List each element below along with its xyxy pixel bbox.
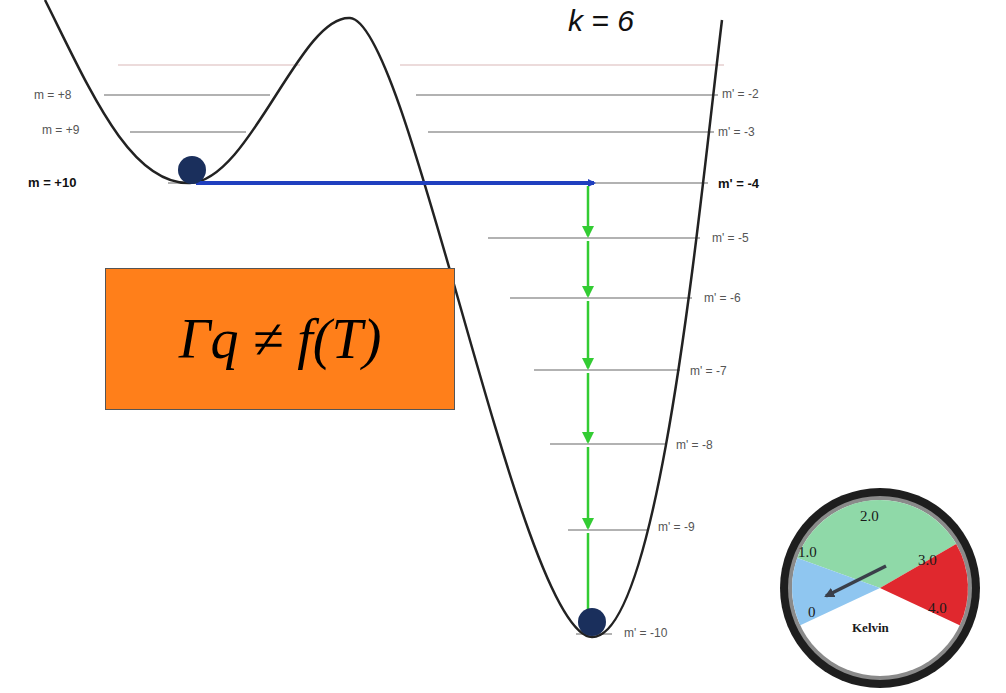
level-line [428,131,714,132]
gauge-bezel [788,496,972,680]
level-line [568,529,648,530]
level-label: m' = -5 [712,231,749,245]
formula-box: Γq ≠ f(T) [105,268,455,410]
scale-number: 4.0 [928,600,947,617]
parameter-label: k = 6 [568,4,634,38]
scale-number: 1.0 [798,544,817,561]
relaxation-arrow [587,447,590,528]
temperature-gauge: 2.0 1.0 3.0 0 4.0Kelvin [768,486,992,690]
level-line [550,443,666,444]
scale-number: 3.0 [918,552,937,569]
level-label: m' = -7 [690,364,727,378]
level-line [118,64,300,65]
level-label: m' = -3 [718,125,755,139]
spin-ball [578,608,606,636]
level-line [130,131,246,132]
level-line [488,237,700,238]
relaxation-arrow [587,186,590,236]
gauge-rim [780,488,980,688]
gauge-face [792,500,968,676]
scale-number: 0 [808,604,816,621]
level-label: m = +10 [28,175,76,190]
level-line [534,369,680,370]
gauge-red-zone [880,544,968,625]
level-line [104,94,270,95]
level-label: m = +9 [42,123,79,137]
gauge-dial [768,486,992,690]
level-label: m' = -2 [722,87,759,101]
level-line [416,94,718,95]
formula-text: Γq ≠ f(T) [179,307,382,371]
relaxation-arrow [587,533,590,612]
tunneling-arrow [196,181,594,185]
potential-curve [45,0,722,637]
gauge-needle [826,566,886,596]
scale-number: 2.0 [860,508,879,525]
level-line [400,64,724,65]
spin-ball [178,156,206,184]
unit-label: Kelvin [852,620,889,636]
level-label: m' = -9 [658,520,695,534]
level-label: m' = -10 [624,626,667,640]
level-label: m' = -6 [704,291,741,305]
relaxation-arrow [587,241,590,296]
relaxation-arrow [587,373,590,442]
level-line [510,297,692,298]
level-label: m' = -8 [676,438,713,452]
level-label: m = +8 [34,88,71,102]
level-label: m' = -4 [718,176,759,191]
relaxation-arrows [587,186,590,612]
relaxation-arrow [587,301,590,368]
